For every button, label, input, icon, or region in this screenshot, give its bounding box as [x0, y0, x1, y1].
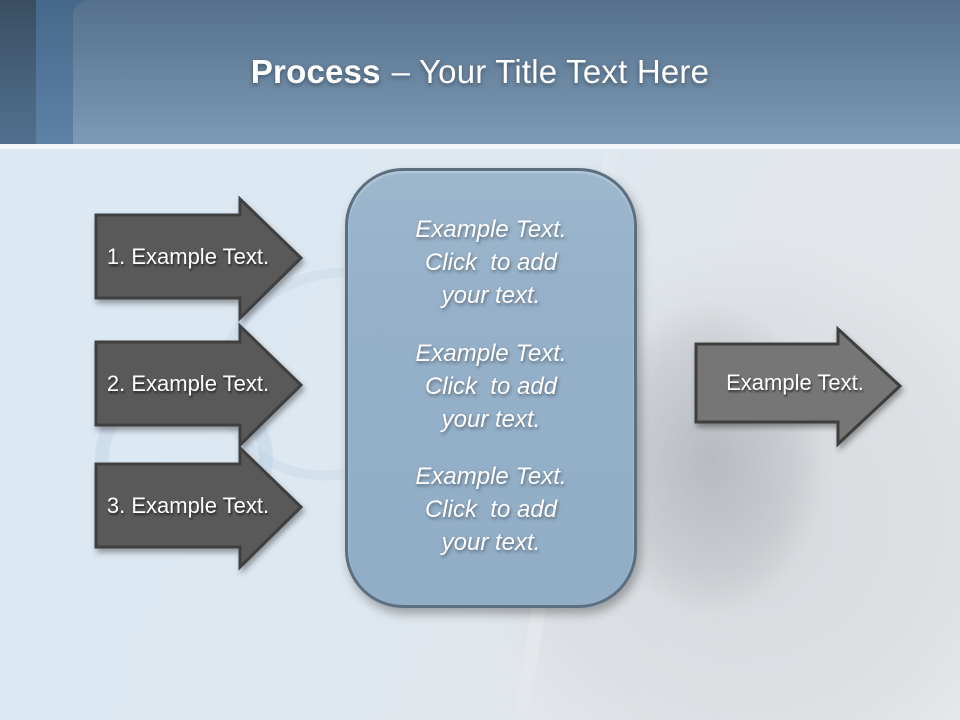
- right-arrow-icon: [94, 195, 304, 322]
- detail-block-2-line-2: Click to add: [424, 372, 558, 400]
- right-arrow-icon: [94, 444, 304, 571]
- step-3-label: 3. Example Text.: [106, 492, 270, 518]
- process-detail-panel: Example Text. Click to add your text. Ex…: [345, 168, 637, 608]
- result-label: Example Text.: [726, 370, 864, 395]
- slide-title-subtitle: – Your Title Text Here: [391, 53, 710, 90]
- process-step-arrow-2: 2. Example Text.: [94, 322, 304, 449]
- detail-block-2-line-1: Example Text.: [415, 339, 567, 367]
- header-panel: [73, 0, 960, 144]
- process-step-arrow-3: 3. Example Text.: [94, 444, 304, 571]
- step-2-label: 2. Example Text.: [106, 370, 270, 396]
- step-1-label: 1. Example Text.: [106, 243, 270, 269]
- slide-title: Process – Your Title Text Here: [0, 0, 960, 144]
- header-divider: [0, 144, 960, 149]
- detail-block-1-line-1: Example Text.: [415, 216, 567, 243]
- detail-block-3-line-2: Click to add: [424, 496, 558, 523]
- detail-block-3-line-3: your text.: [441, 529, 541, 556]
- detail-block-1-line-2: Click to add: [424, 249, 558, 276]
- process-result-arrow: Example Text.: [694, 325, 904, 448]
- process-step-arrow-1: 1. Example Text.: [94, 195, 304, 322]
- detail-block-3-line-1: Example Text.: [415, 463, 567, 490]
- slide-title-keyword: Process: [250, 53, 381, 90]
- detail-block-2: Example Text. Click to add your text.: [362, 337, 620, 436]
- detail-block-2-line-3: your text.: [441, 405, 541, 433]
- detail-block-1-line-3: your text.: [441, 282, 541, 309]
- right-arrow-icon: [694, 325, 903, 448]
- detail-block-3: Example Text. Click to add your text.: [362, 460, 620, 559]
- detail-block-1: Example Text. Click to add your text.: [362, 213, 620, 312]
- process-detail-content: Example Text. Click to add your text. Ex…: [348, 171, 634, 605]
- right-arrow-icon: [94, 322, 304, 449]
- header-accent-stripe: [0, 0, 36, 144]
